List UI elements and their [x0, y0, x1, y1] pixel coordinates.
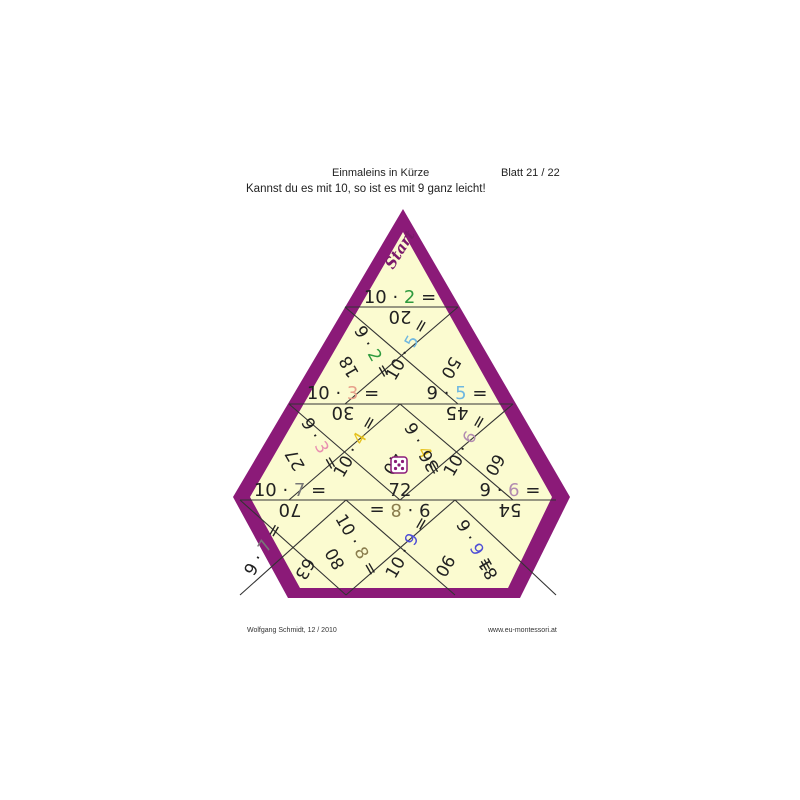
- subtitle: Kannst du es mit 10, so ist es mit 9 gan…: [246, 183, 486, 195]
- puzzle-grid: [239, 306, 557, 596]
- card-9x6: 9 · 6 =: [480, 480, 541, 501]
- card-54: 54: [499, 499, 522, 520]
- card-10x2: 10 · 2 =: [364, 287, 436, 308]
- card-20: 20: [389, 306, 412, 327]
- puzzle-field: [250, 232, 552, 588]
- card-9x8: 9 · 8 =: [370, 499, 431, 520]
- card-10x7: 10 · 7 =: [254, 480, 326, 501]
- card-72: 72: [389, 480, 412, 501]
- sheet-number: Blatt 21 / 22: [501, 167, 560, 179]
- website-link[interactable]: www.eu-montessori.at: [488, 627, 557, 634]
- card-45: 45: [446, 402, 469, 423]
- card-30: 30: [332, 402, 355, 423]
- card-10x3: 10 · 3 =: [307, 383, 379, 404]
- author-credit: Wolfgang Schmidt, 12 / 2010: [247, 627, 337, 634]
- dice-icon: [390, 456, 408, 474]
- card-9x5: 9 · 5 =: [427, 383, 488, 404]
- page-title: Einmaleins in Kürze: [332, 167, 430, 179]
- card-70: 70: [279, 499, 302, 520]
